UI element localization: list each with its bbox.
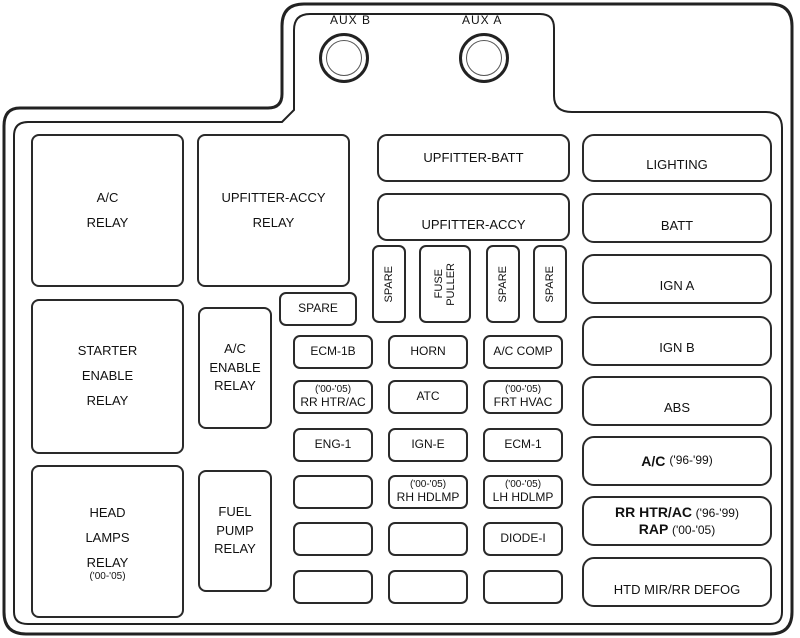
fuse-upfitter-accy: UPFITTER-ACCY [377, 193, 570, 241]
head-lamps-relay-note: ('00-'05) [89, 570, 126, 582]
fuel-pump-relay-label-3: RELAY [214, 541, 256, 557]
head-lamps-relay: HEAD LAMPS RELAY ('00-'05) [31, 465, 184, 618]
head-lamps-relay-label-2: LAMPS [85, 529, 130, 545]
starter-enable-relay-label-3: RELAY [86, 392, 129, 408]
fuse-rh-hdlmp-label: RH HDLMP [396, 489, 460, 504]
fuse-lh-hdlmp-note: ('00-'05) [504, 479, 542, 491]
fuse-spare: SPARE [279, 292, 357, 326]
maxi-ign-a-label: IGN A [659, 277, 695, 293]
starter-enable-relay-label-2: ENABLE [81, 368, 134, 384]
fuse-horn-label: HORN [410, 344, 446, 359]
fuse-empty-1 [293, 475, 373, 509]
fuse-rr-htr-ac-note: ('00-'05) [314, 384, 352, 396]
fuse-rh-hdlmp-note: ('00-'05) [409, 479, 447, 491]
fuse-spare-vertical-3: SPARE [533, 245, 567, 323]
maxi-ac: A/C ('96-'99) [582, 436, 772, 486]
fuse-eng-1-label: ENG-1 [314, 437, 352, 452]
maxi-ac-label: A/C [641, 452, 666, 469]
fuse-eng-1: ENG-1 [293, 428, 373, 462]
fuse-upfitter-batt-label: UPFITTER-BATT [423, 149, 524, 165]
fuse-upfitter-batt: UPFITTER-BATT [377, 134, 570, 182]
maxi-rr-htr-ac-label: RR HTR/AC [615, 504, 693, 521]
ac-enable-relay-label-3: RELAY [214, 378, 256, 394]
fuse-empty-6 [483, 570, 563, 604]
head-lamps-relay-label-3: RELAY [86, 554, 129, 570]
fuse-rr-htr-ac-label: RR HTR/AC [300, 394, 366, 409]
fuse-spare-vertical-3-label: SPARE [543, 265, 556, 303]
maxi-abs-label: ABS [663, 399, 690, 415]
ac-enable-relay: A/C ENABLE RELAY [198, 307, 272, 429]
fuse-atc: ATC [388, 380, 468, 414]
ac-relay-label-1: A/C [96, 189, 119, 205]
fuse-ecm-1: ECM-1 [483, 428, 563, 462]
fuse-spare-vertical-2: SPARE [486, 245, 520, 323]
fuse-horn: HORN [388, 335, 468, 369]
fuse-lh-hdlmp-label: LH HDLMP [492, 489, 554, 504]
aux-b-label: AUX B [330, 13, 372, 27]
fuse-rh-hdlmp: ('00-'05) RH HDLMP [388, 475, 468, 509]
fuse-ecm-1b: ECM-1B [293, 335, 373, 369]
fuse-spare-label: SPARE [298, 301, 338, 316]
maxi-batt-label: BATT [660, 217, 694, 233]
ac-relay-label-2: RELAY [86, 214, 129, 230]
ac-enable-relay-label-2: ENABLE [209, 359, 261, 375]
maxi-rr-htr-ac-rap: RR HTR/AC ('96-'99) RAP ('00-'05) [582, 496, 772, 546]
maxi-ign-b: IGN B [582, 316, 772, 366]
fuse-puller: FUSE PULLER [419, 245, 471, 323]
upfitter-accy-relay-label-1: UPFITTER-ACCY [221, 189, 326, 205]
fuse-spare-vertical-2-label: SPARE [496, 265, 509, 303]
fuse-lh-hdlmp: ('00-'05) LH HDLMP [483, 475, 563, 509]
fuse-ac-comp-label: A/C COMP [493, 344, 553, 359]
fuse-ecm-1b-label: ECM-1B [310, 344, 356, 359]
fuse-ecm-1-label: ECM-1 [504, 437, 542, 452]
fuse-frt-hvac-label: FRT HVAC [493, 394, 553, 409]
fuse-rr-htr-ac: ('00-'05) RR HTR/AC [293, 380, 373, 414]
aux-a-label: AUX A [462, 13, 503, 27]
fuse-empty-4 [293, 570, 373, 604]
maxi-ign-b-label: IGN B [659, 339, 695, 355]
fuse-frt-hvac-note: ('00-'05) [504, 384, 542, 396]
maxi-lighting-label: LIGHTING [646, 156, 708, 172]
maxi-ac-note: ('96-'99) [669, 453, 713, 468]
upfitter-accy-relay-label-2: RELAY [252, 214, 295, 230]
maxi-batt: BATT [582, 193, 772, 243]
fuse-frt-hvac: ('00-'05) FRT HVAC [483, 380, 563, 414]
upfitter-accy-relay: UPFITTER-ACCY RELAY [197, 134, 350, 287]
fuse-ign-e: IGN-E [388, 428, 468, 462]
fuse-diode-i: DIODE-I [483, 522, 563, 556]
fuse-spare-vertical-1-label: SPARE [382, 265, 395, 303]
starter-enable-relay: STARTER ENABLE RELAY [31, 299, 184, 454]
fuse-empty-3 [388, 522, 468, 556]
maxi-htd-mir-label: HTD MIR/RR DEFOG [613, 581, 741, 597]
fuse-diode-i-label: DIODE-I [500, 531, 546, 546]
head-lamps-relay-label-1: HEAD [89, 504, 126, 520]
fuse-puller-label-2: PULLER [445, 262, 457, 306]
starter-enable-relay-label-1: STARTER [77, 343, 138, 359]
fuse-puller-label-1: FUSE [432, 269, 445, 299]
fuse-spare-vertical-1: SPARE [372, 245, 406, 323]
fuel-pump-relay: FUEL PUMP RELAY [198, 470, 272, 592]
fuel-pump-relay-label-1: FUEL [218, 503, 252, 519]
maxi-rr-htr-ac-note: ('96-'99) [695, 506, 739, 521]
maxi-ign-a: IGN A [582, 254, 772, 304]
ac-enable-relay-label-1: A/C [224, 340, 246, 356]
fuse-ac-comp: A/C COMP [483, 335, 563, 369]
aux-b-socket [319, 33, 369, 83]
fuse-atc-label: ATC [416, 389, 440, 404]
maxi-abs: ABS [582, 376, 772, 426]
maxi-rap-label: RAP [638, 521, 669, 537]
maxi-lighting: LIGHTING [582, 134, 772, 182]
fuse-ign-e-label: IGN-E [411, 437, 445, 452]
maxi-htd-mir: HTD MIR/RR DEFOG [582, 557, 772, 607]
fuel-pump-relay-label-2: PUMP [216, 522, 254, 538]
fuse-upfitter-accy-label: UPFITTER-ACCY [421, 216, 526, 232]
ac-relay: A/C RELAY [31, 134, 184, 287]
aux-a-socket [459, 33, 509, 83]
maxi-rap-note: ('00-'05) [671, 523, 716, 537]
fuse-empty-2 [293, 522, 373, 556]
fuse-empty-5 [388, 570, 468, 604]
